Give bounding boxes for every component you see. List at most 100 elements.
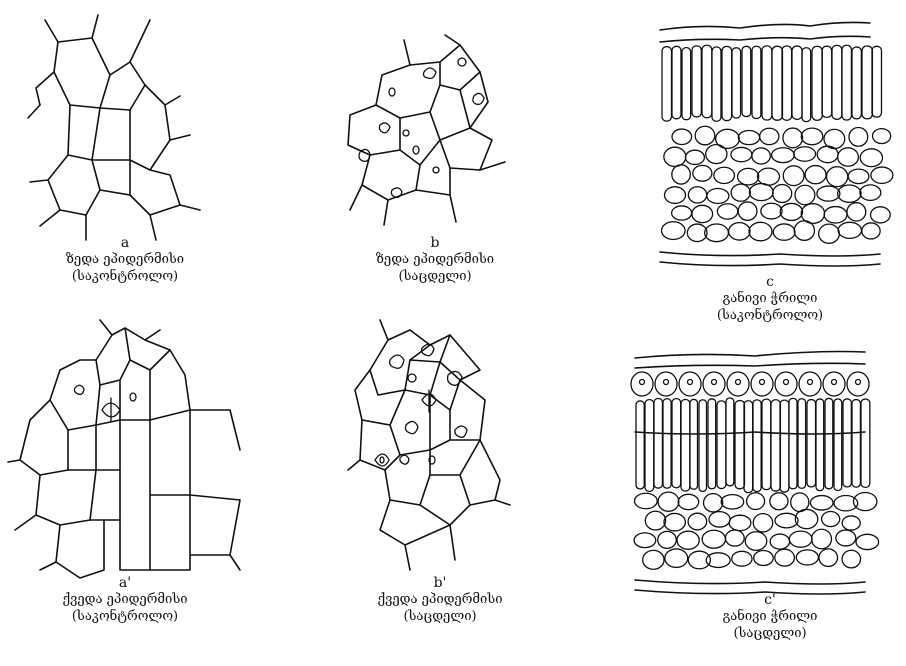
spongy-cell xyxy=(836,530,856,546)
spongy-cell xyxy=(770,493,788,510)
spongy-cell xyxy=(738,130,759,144)
palisade-cell xyxy=(780,400,789,492)
palisade-cell xyxy=(742,46,751,116)
caption-c2-line1: განივი ჭრილი xyxy=(680,608,860,625)
palisade-cell xyxy=(843,399,851,487)
spongy-cell xyxy=(729,223,750,240)
caption-a-line2: (საკონტროლო) xyxy=(40,268,210,285)
spongy-cell xyxy=(732,551,752,566)
nucleus xyxy=(688,380,693,385)
spongy-cell xyxy=(692,205,713,222)
spongy-cell xyxy=(772,148,795,163)
spongy-cell xyxy=(749,184,773,201)
palisade-cell xyxy=(825,398,833,488)
panel-a-upper-epidermis-control: a ზედა ეპიდერმისი (საკონტროლო) xyxy=(0,0,240,300)
caption-a2-letter: a' xyxy=(40,576,210,591)
spongy-cell xyxy=(827,167,848,187)
spongy-cell xyxy=(822,511,840,526)
spongy-cell xyxy=(847,203,866,221)
palisade-cell xyxy=(852,47,861,119)
spongy-cell xyxy=(707,188,729,203)
palisade-cell xyxy=(771,400,780,491)
palisade-layer-c2 xyxy=(636,398,870,493)
spongy-cell xyxy=(665,549,688,568)
cell-drawing-a xyxy=(0,0,240,240)
caption-b2-line1: ქვედა ეპიდერმისი xyxy=(350,591,530,608)
spongy-cell xyxy=(796,550,818,565)
spongy-cell xyxy=(664,513,685,531)
spongy-cell xyxy=(862,223,880,239)
panel-c-cross-section-control: c განივი ჭრილი (საკონტროლო) xyxy=(650,0,906,330)
spongy-cell xyxy=(838,222,861,238)
caption-b: b ზედა ეპიდერმისი (საცდელი) xyxy=(350,236,520,285)
caption-b-line2: (საცდელი) xyxy=(350,268,520,285)
spongy-cell xyxy=(731,147,752,161)
palisade-cell xyxy=(872,46,881,117)
spongy-cell xyxy=(789,531,812,547)
palisade-cell xyxy=(807,400,816,487)
spongy-cell xyxy=(725,530,744,546)
nucleus xyxy=(760,380,765,385)
palisade-cell xyxy=(717,401,726,489)
nucleus xyxy=(736,380,741,385)
spongy-cell xyxy=(754,551,773,566)
caption-c: c განივი ჭრილი (საკონტროლო) xyxy=(675,275,865,324)
palisade-cell xyxy=(702,45,712,118)
spongy-cell xyxy=(677,531,699,549)
caption-c2-line2: (საცდელი) xyxy=(680,625,860,642)
spongy-cell xyxy=(721,495,744,509)
spongy-cell xyxy=(848,169,869,183)
spongy-cell xyxy=(780,203,802,220)
spongy-cell xyxy=(738,168,759,185)
caption-c-letter: c xyxy=(675,275,865,290)
palisade-cell xyxy=(852,400,860,488)
spongy-layer-c xyxy=(662,126,893,243)
tissue-drawing-c2 xyxy=(620,340,906,600)
spongy-cell xyxy=(693,165,712,181)
spongy-cell xyxy=(685,150,704,164)
spongy-cell xyxy=(753,514,772,532)
palisade-cell xyxy=(862,46,872,119)
spongy-cell xyxy=(773,224,795,240)
caption-a2: a' ქვედა ეპიდერმისი (საკონტროლო) xyxy=(40,576,210,625)
palisade-cell xyxy=(812,46,822,120)
palisade-cell xyxy=(753,400,761,492)
panel-c2-cross-section-experiment: c' განივი ჭრილი (საცდელი) xyxy=(620,340,906,666)
spongy-cell xyxy=(842,516,860,530)
spongy-cell xyxy=(747,493,765,510)
palisade-cell xyxy=(816,399,824,491)
palisade-cell xyxy=(762,399,771,490)
panel-a2-lower-epidermis-control: a' ქვედა ეპიდერმისი (საკონტროლო) xyxy=(0,300,250,666)
caption-a: a ზედა ეპიდერმისი (საკონტროლო) xyxy=(40,236,210,285)
palisade-cell xyxy=(789,398,797,488)
spongy-cell xyxy=(688,187,706,203)
palisade-cell xyxy=(732,48,741,118)
palisade-cell xyxy=(735,401,744,489)
spongy-cell xyxy=(738,202,757,220)
palisade-cell xyxy=(822,46,832,117)
palisade-cell xyxy=(782,46,792,120)
palisade-cell xyxy=(645,400,654,492)
palisade-cell xyxy=(722,46,732,120)
spongy-cell xyxy=(749,222,772,240)
palisade-cell xyxy=(663,399,671,488)
cell-drawing-a2 xyxy=(0,300,250,600)
spongy-cell xyxy=(860,149,882,167)
spongy-cell xyxy=(819,224,840,243)
spongy-cell xyxy=(873,129,891,144)
spongy-cell xyxy=(664,187,685,204)
nucleus xyxy=(664,380,669,385)
palisade-cell xyxy=(692,46,701,117)
spongy-cell xyxy=(795,185,815,204)
nucleus xyxy=(856,380,861,385)
spongy-cell xyxy=(838,148,859,166)
caption-a2-line2: (საკონტროლო) xyxy=(40,608,210,625)
palisade-cell xyxy=(802,48,811,122)
spongy-cell xyxy=(714,167,735,183)
nucleus xyxy=(832,380,837,385)
spongy-cell xyxy=(634,533,656,548)
palisade-cell xyxy=(834,399,842,490)
spongy-cell xyxy=(678,494,699,509)
spongy-cell xyxy=(817,146,838,162)
spongy-cell xyxy=(705,224,729,242)
